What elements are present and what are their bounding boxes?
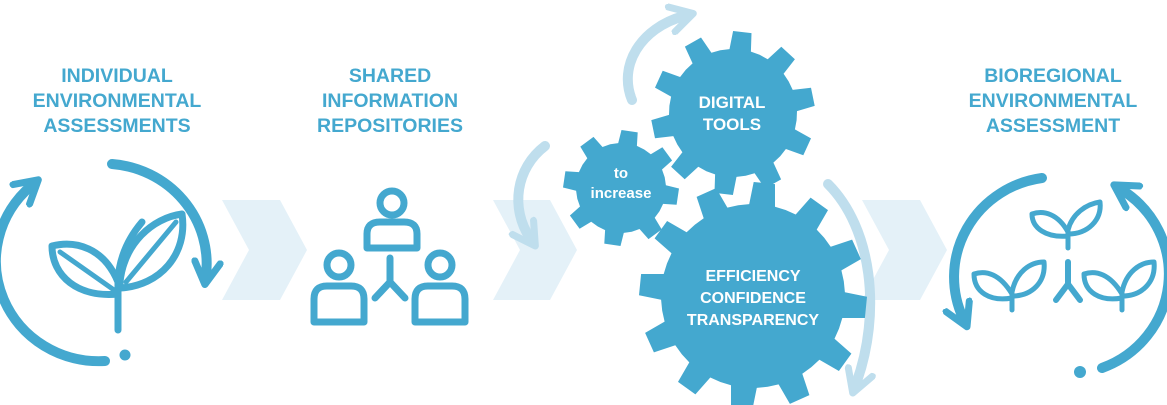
plant-cycle-icon	[0, 159, 207, 367]
plants-network-cycle-icon	[954, 173, 1167, 378]
increase-gear-icon	[563, 130, 679, 246]
loop-arrow-top-icon	[622, 16, 684, 105]
heading-line: INDIVIDUAL	[61, 65, 173, 87]
heading-line: ASSESSMENT	[985, 115, 1121, 137]
flow-chevron-1	[222, 200, 307, 300]
gear-label-line: DIGITAL	[698, 93, 766, 112]
flow-chevron-3	[862, 200, 947, 300]
loop-arrow-left-icon	[518, 141, 550, 238]
gear-label-line: TOOLS	[702, 115, 762, 134]
heading-line: BIOREGIONAL	[984, 65, 1122, 87]
gear-label-line: EFFICIENCY	[705, 268, 801, 285]
heading-line: ENVIRONMENTAL	[968, 90, 1138, 112]
digital-tools-gear-label: DIGITAL TOOLS	[662, 92, 802, 136]
individual-assessments-heading: INDIVIDUAL ENVIRONMENTAL ASSESSMENTS	[12, 64, 222, 139]
gear-label-line: increase	[590, 185, 652, 202]
heading-line: ENVIRONMENTAL	[32, 90, 202, 112]
bioregional-assessment-heading: BIOREGIONAL ENVIRONMENTAL ASSESSMENT	[948, 64, 1158, 139]
people-network-icon	[310, 187, 469, 326]
heading-line: SHARED	[348, 65, 432, 87]
digital-tools-gear-icon	[651, 31, 815, 195]
gear-label-line: to	[613, 165, 629, 182]
gear-label-line: TRANSPARENCY	[686, 312, 820, 329]
gears-icon	[518, 16, 870, 405]
loop-arrow-right-icon	[823, 179, 870, 384]
heading-line: REPOSITORIES	[317, 115, 463, 137]
increase-gear-label: to increase	[566, 164, 676, 204]
flow-chevron-2	[493, 200, 577, 300]
shared-repositories-heading: SHARED INFORMATION REPOSITORIES	[290, 64, 490, 139]
efficiency-gear-icon	[639, 182, 867, 405]
gear-label-line: CONFIDENCE	[700, 290, 806, 307]
heading-line: INFORMATION	[321, 90, 459, 112]
efficiency-gear-label: EFFICIENCY CONFIDENCE TRANSPARENCY	[658, 266, 848, 332]
heading-line: ASSESSMENTS	[43, 115, 191, 137]
